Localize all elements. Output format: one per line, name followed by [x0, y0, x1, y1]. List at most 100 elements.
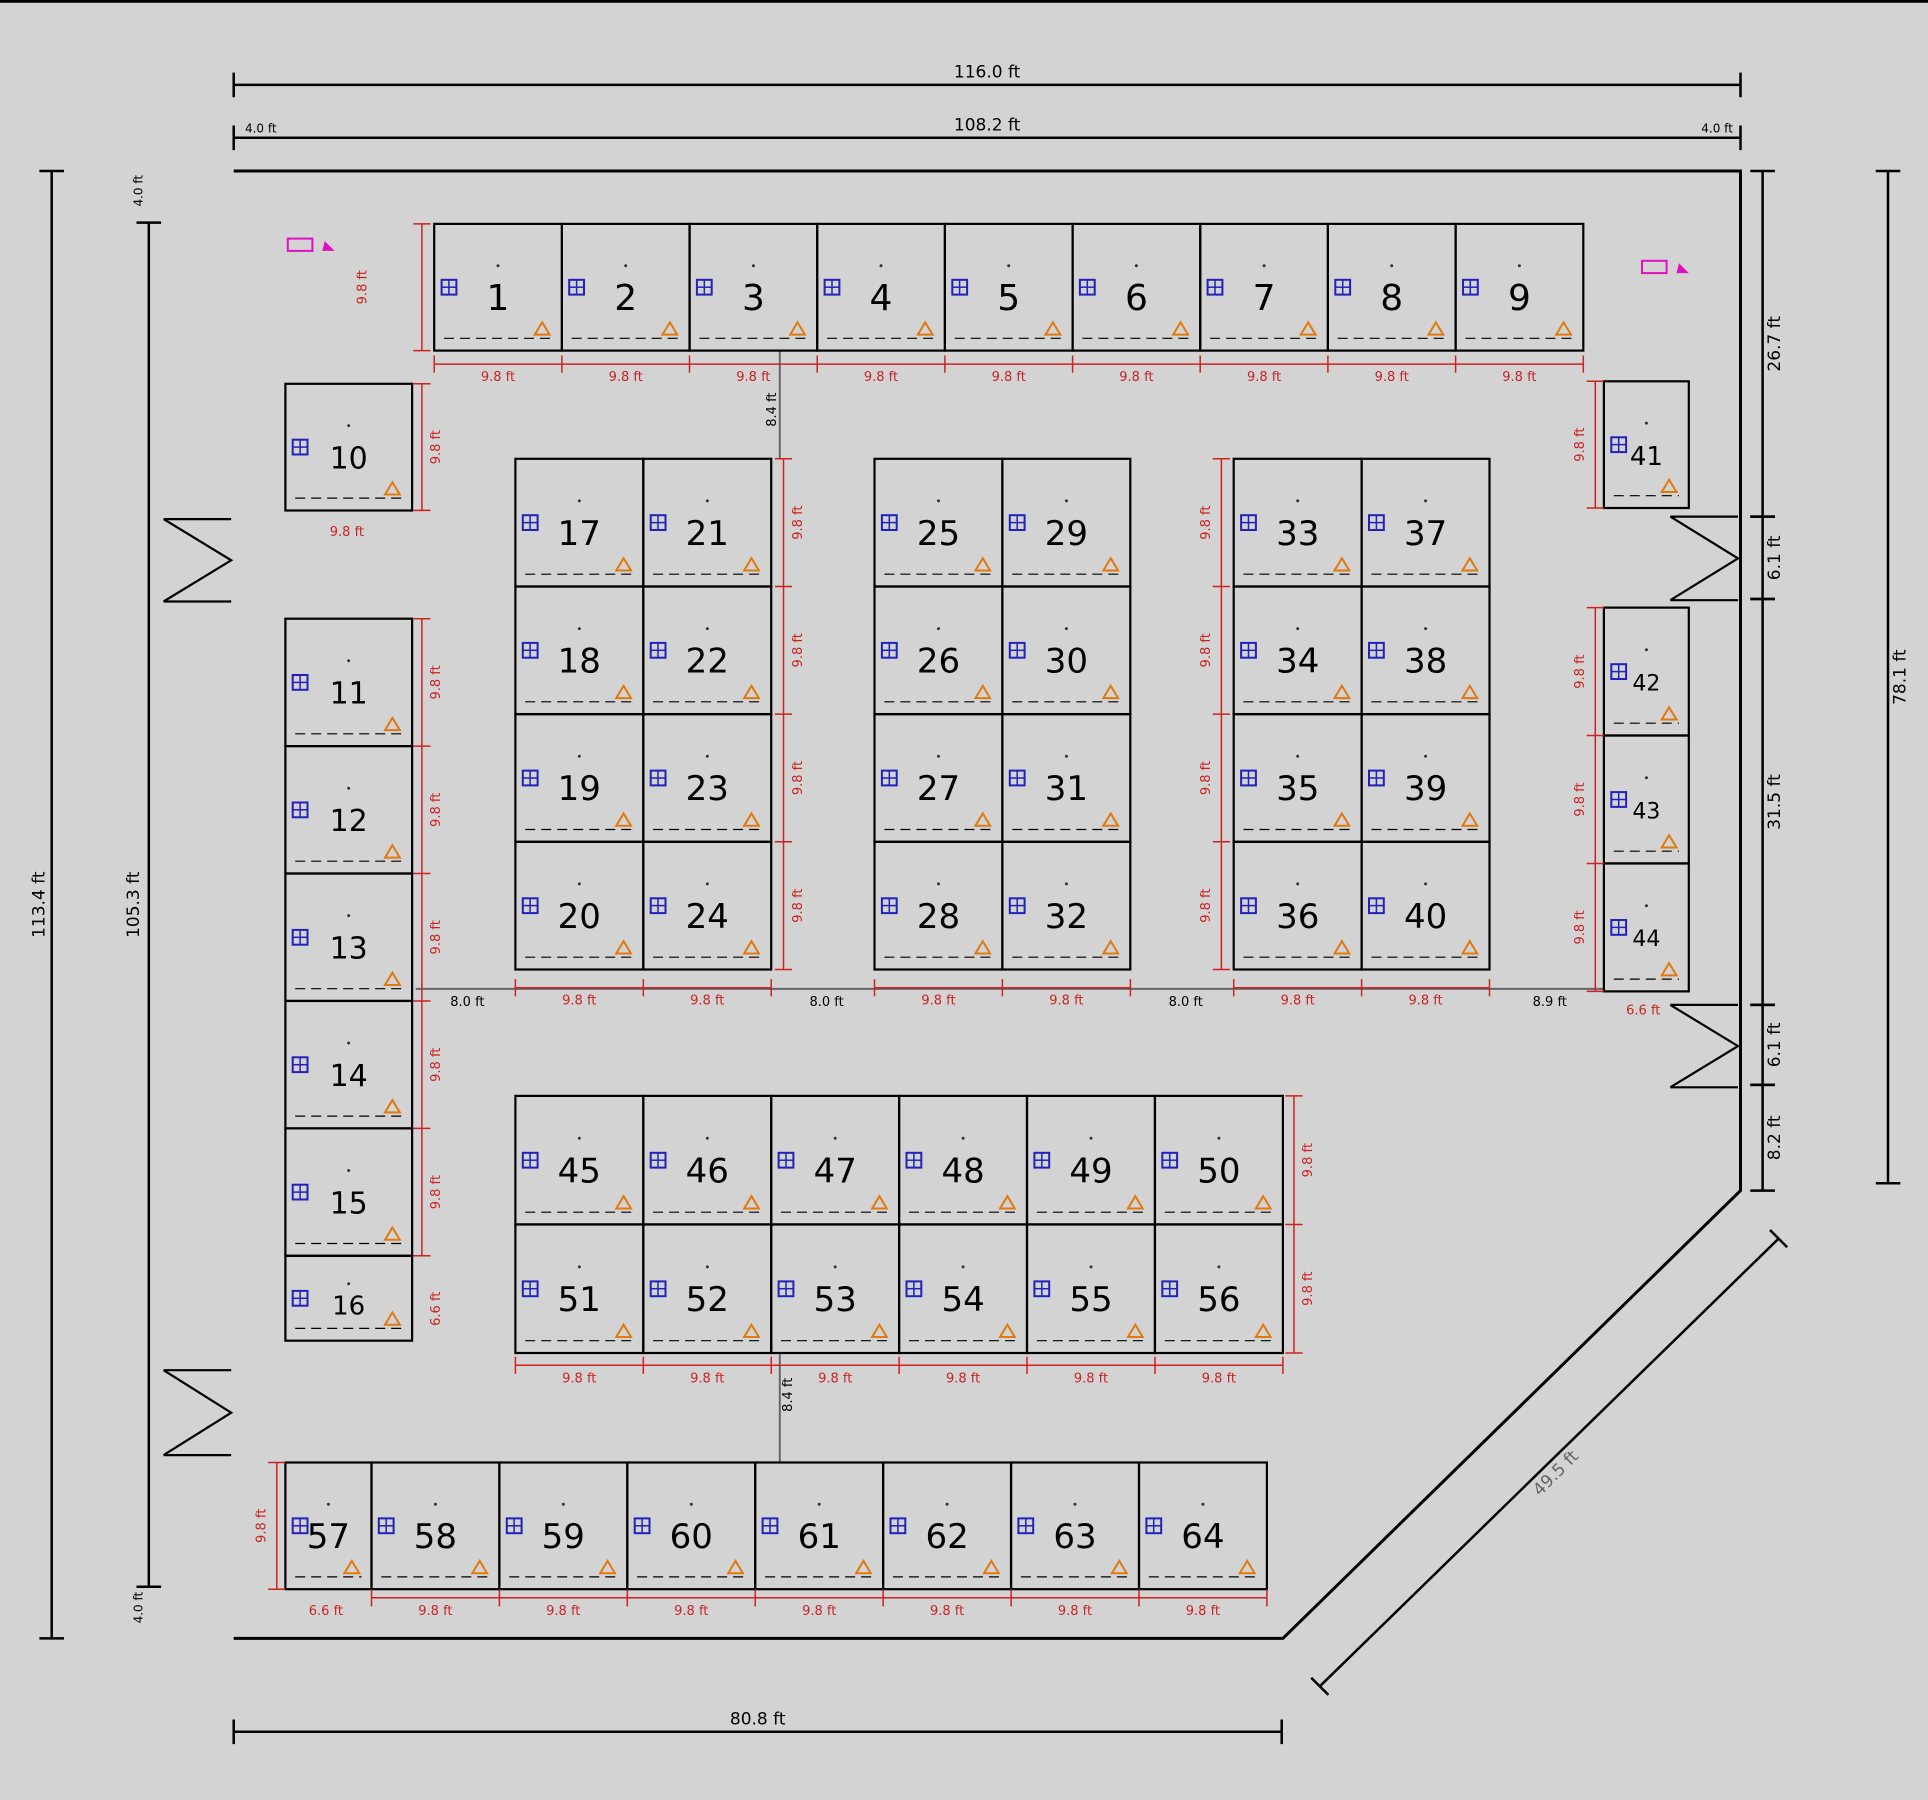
- booth[interactable]: 55: [1025, 1223, 1157, 1355]
- booth[interactable]: 60: [626, 1461, 757, 1591]
- marker-icon: [1641, 259, 1689, 275]
- booth-center-dot: [879, 264, 883, 268]
- booth[interactable]: 52: [642, 1223, 773, 1355]
- booth[interactable]: 36: [1232, 840, 1363, 971]
- booth-center-dot: [705, 754, 709, 758]
- booth[interactable]: 9: [1454, 222, 1585, 352]
- dimension-label: 9.8 ft: [921, 994, 955, 1009]
- booth-center-dot: [577, 1265, 581, 1269]
- dimension-label: 108.2 ft: [954, 116, 1021, 136]
- booth[interactable]: 24: [642, 840, 773, 971]
- dimension-label: 9.8 ft: [1502, 370, 1536, 385]
- booth[interactable]: 22: [642, 585, 773, 716]
- booth[interactable]: 27: [873, 712, 1004, 843]
- booth[interactable]: 17: [514, 457, 645, 588]
- booth[interactable]: 41: [1602, 380, 1690, 510]
- booth-center-dot: [705, 627, 709, 631]
- booth[interactable]: 25: [873, 457, 1004, 588]
- right-door-upper: [1669, 515, 1741, 602]
- booth[interactable]: 44: [1602, 862, 1690, 993]
- booth-number: 4: [870, 278, 893, 319]
- dimension-label: 9.8 ft: [864, 370, 898, 385]
- dimension-overall-height: 113.4 ft: [29, 169, 64, 1640]
- booth[interactable]: 15: [284, 1127, 414, 1257]
- booth[interactable]: 18: [514, 585, 645, 716]
- booth[interactable]: 13: [284, 872, 414, 1003]
- booth[interactable]: 54: [897, 1223, 1029, 1355]
- booth[interactable]: 31: [1001, 712, 1132, 843]
- booth[interactable]: 26: [873, 585, 1004, 716]
- booth[interactable]: 58: [370, 1461, 501, 1591]
- dimension-label: 9.8 ft: [1119, 370, 1153, 385]
- dimension-tick: [1769, 1229, 1789, 1249]
- booth[interactable]: 1: [433, 222, 564, 352]
- light-icon: [742, 1322, 761, 1338]
- light-icon: [788, 320, 807, 336]
- booth[interactable]: 39: [1360, 712, 1491, 843]
- booth[interactable]: 63: [1009, 1461, 1141, 1591]
- booth[interactable]: 37: [1360, 457, 1491, 588]
- booth[interactable]: 50: [1153, 1094, 1285, 1226]
- booth[interactable]: 42: [1602, 606, 1690, 737]
- booth-center-dot: [1064, 627, 1068, 631]
- booth[interactable]: 56: [1153, 1223, 1285, 1355]
- booth[interactable]: 30: [1001, 585, 1132, 716]
- booth-center-dot: [1424, 754, 1428, 758]
- booth[interactable]: 2: [560, 222, 691, 352]
- booth[interactable]: 28: [873, 840, 1004, 971]
- booth-center-dot: [1007, 264, 1011, 268]
- booth-number: 20: [558, 897, 601, 937]
- booth[interactable]: 7: [1199, 222, 1329, 352]
- light-icon: [742, 1194, 761, 1210]
- booth[interactable]: 57: [284, 1461, 373, 1591]
- booth[interactable]: 49: [1025, 1094, 1157, 1226]
- light-icon: [1332, 811, 1352, 827]
- booth[interactable]: 6: [1071, 222, 1202, 352]
- booth[interactable]: 46: [642, 1094, 773, 1226]
- booth[interactable]: 3: [688, 222, 819, 352]
- booth-height-dimensions: 9.8 ft: [413, 383, 444, 512]
- booth[interactable]: 33: [1232, 457, 1363, 588]
- booth[interactable]: 43: [1602, 734, 1690, 865]
- light-icon: [1101, 939, 1120, 955]
- dimension-label: 9.8 ft: [1199, 888, 1214, 922]
- booth[interactable]: 29: [1001, 457, 1132, 588]
- booth-center-dot: [1217, 1136, 1221, 1140]
- booth-center-dot: [1517, 264, 1521, 268]
- booth[interactable]: 20: [514, 840, 645, 971]
- booth[interactable]: 19: [514, 712, 645, 843]
- door-icon: [1669, 1003, 1741, 1089]
- booth[interactable]: 35: [1232, 712, 1363, 843]
- booth[interactable]: 14: [284, 999, 414, 1130]
- booth[interactable]: 5: [943, 222, 1074, 352]
- booth-center-dot: [1217, 1265, 1221, 1269]
- light-icon: [870, 1194, 889, 1210]
- booth[interactable]: 61: [754, 1461, 885, 1591]
- booth[interactable]: 10: [284, 382, 414, 512]
- booth[interactable]: 53: [770, 1223, 901, 1355]
- booth-number: 47: [814, 1152, 857, 1192]
- booth[interactable]: 59: [498, 1461, 629, 1591]
- dimension-label: 9.8 ft: [429, 920, 444, 954]
- booth[interactable]: 21: [642, 457, 773, 588]
- light-icon: [383, 970, 402, 986]
- booth[interactable]: 38: [1360, 585, 1491, 716]
- booth[interactable]: 11: [284, 617, 414, 748]
- booth[interactable]: 51: [514, 1223, 645, 1355]
- booth[interactable]: 64: [1137, 1461, 1269, 1591]
- booth[interactable]: 45: [514, 1094, 645, 1226]
- booth[interactable]: 62: [881, 1461, 1013, 1591]
- booth[interactable]: 16: [284, 1254, 414, 1342]
- booth[interactable]: 34: [1232, 585, 1363, 716]
- booth[interactable]: 8: [1326, 222, 1457, 352]
- booth[interactable]: 32: [1001, 840, 1132, 971]
- booth[interactable]: 47: [770, 1094, 901, 1226]
- booth[interactable]: 48: [897, 1094, 1029, 1226]
- booth[interactable]: 4: [816, 222, 947, 352]
- booth-number: 29: [1045, 514, 1088, 554]
- light-icon: [998, 1322, 1017, 1338]
- booth[interactable]: 40: [1360, 840, 1491, 971]
- booth[interactable]: 12: [284, 744, 414, 875]
- dimension-label: 9.8 ft: [546, 1604, 580, 1619]
- booth[interactable]: 23: [642, 712, 773, 843]
